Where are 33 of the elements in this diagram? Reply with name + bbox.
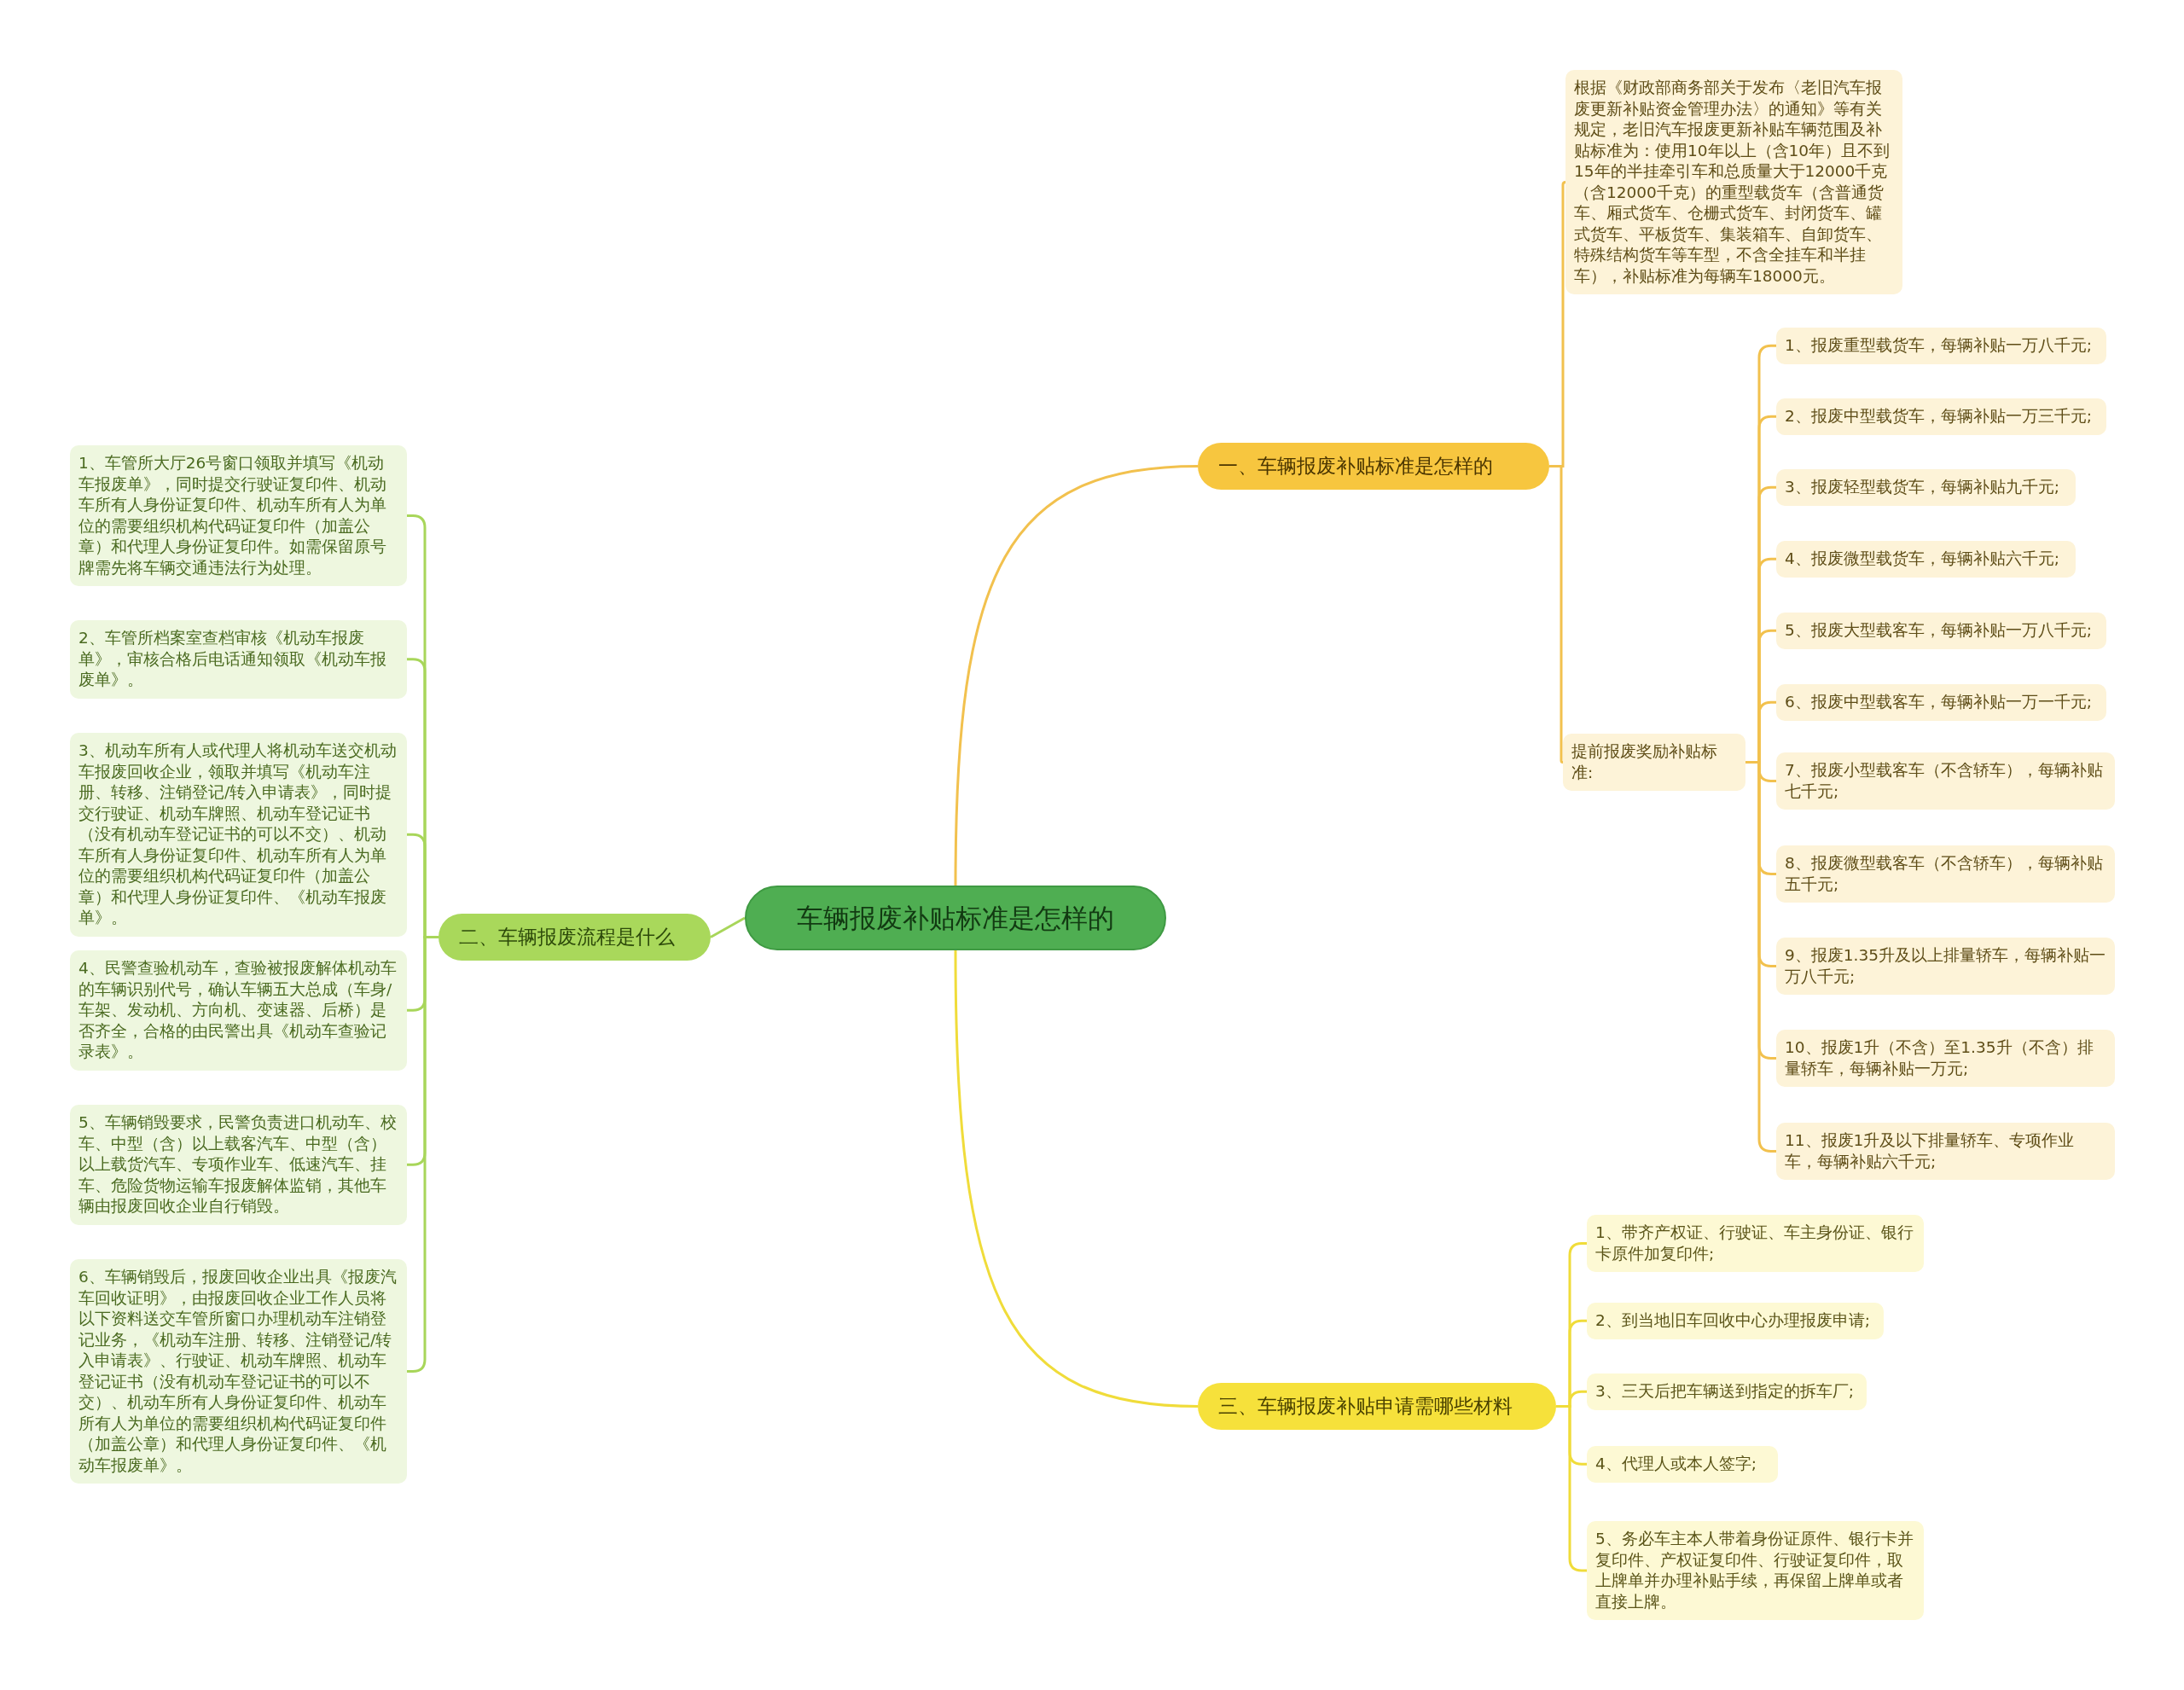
subtopic-card: 3、机动车所有人或代理人将机动车送交机动车报废回收企业，领取并填写《机动车注册、转移、注销登记/转入申请表》，同时提交行驶证、机动车牌照、机动车登记证书（没有机动车登记证书的可以不交）、机动车所有人身份证复印件、机动车所有人为单位的需要组织机构代码证复印件（加盖公章）和代理人身份证复印件、《机动车报废单》。 (70, 733, 407, 937)
subtopic-card: 10、报废1升（不含）至1.35升（不含）排量轿车，每辆补贴一万元; (1776, 1030, 2115, 1087)
subtopic-card: 1、车管所大厅26号窗口领取并填写《机动车报废单》，同时提交行驶证复印件、机动车所有人身份证复印件、机动车所有人为单位的需要组织机构代码证复印件（加盖公章）和代理人身份证复印件。如需保留原号牌需先将车辆交通违法行为处理。 (70, 445, 407, 586)
note-card: 根据《财政部商务部关于发布〈老旧汽车报废更新补贴资金管理办法〉的通知》等有关规定，老旧汽车报废更新补贴车辆范围及补贴标准为：使用10年以上（含10年）且不到15年的半挂牵引车和总质量大于12000千克（含12000千克）的重型载货车（含普通货车、厢式货车、仓栅式货车、封闭货车、罐式货车、平板货车、集装箱车、自卸货车、特殊结构货车等车型，不含全挂车和半挂车），补贴标准为每辆车18000元。 (1565, 70, 1902, 294)
connector-line (954, 950, 1199, 1408)
branch-topic: 三、车辆报废补贴申请需哪些材料 (1198, 1383, 1556, 1430)
branch-topic: 二、车辆报废流程是什么 (439, 914, 711, 961)
subtopic-card: 8、报废微型载客车（不含轿车），每辆补贴五千元; (1776, 845, 2115, 903)
subtopic-card: 2、到当地旧车回收中心办理报废申请; (1587, 1303, 1884, 1339)
subtopic-card: 1、带齐产权证、行驶证、车主身份证、银行卡原件加复印件; (1587, 1215, 1924, 1272)
connector-line (710, 916, 746, 938)
subtopic-card: 3、三天后把车辆送到指定的拆车厂; (1587, 1373, 1867, 1410)
subtopic-card: 7、报废小型载客车（不含轿车），每辆补贴七千元; (1776, 752, 2115, 810)
subtopic-card: 11、报废1升及以下排量轿车、专项作业车，每辆补贴六千元; (1776, 1123, 2115, 1180)
connector-line (954, 465, 1199, 886)
subtopic-card: 3、报废轻型载货车，每辆补贴九千元; (1776, 469, 2076, 506)
connector-line (1745, 761, 1776, 1153)
subtopic-card: 6、车辆销毁后，报废回收企业出具《报废汽车回收证明》，由报废回收企业工作人员将以下资料送交车管所窗口办理机动车注销登记业务，《机动车注册、转移、注销登记/转入申请表》、行驶证、机动车牌照、机动车登记证书（没有机动车登记证书的可以不交）、机动车所有人身份证复印件、机动车所有人为单位的需要组织机构代码证复印件（加盖公章）和代理人身份证复印件、《机动车报废单》。 (70, 1259, 407, 1484)
subtopic-card: 4、报废微型载货车，每辆补贴六千元; (1776, 541, 2076, 578)
subtopic-card: 9、报废1.35升及以上排量轿车，每辆补贴一万八千元; (1776, 938, 2115, 995)
subtopic-card: 5、车辆销毁要求，民警负责进口机动车、校车、中型（含）以上载客汽车、中型（含）以上载货汽车、专项作业车、低速汽车、挂车、危险货物运输车报废解体监销，其他车辆由报废回收企业自行销毁。 (70, 1105, 407, 1225)
connector-line (1549, 465, 1565, 764)
subtopic-card: 1、报废重型载货车，每辆补贴一万八千元; (1776, 328, 2106, 364)
subtopic-card: 提前报废奖励补贴标准: (1563, 734, 1745, 791)
subtopic-card: 2、报废中型载货车，每辆补贴一万三千元; (1776, 398, 2106, 435)
subtopic-card: 5、务必车主本人带着身份证原件、银行卡并复印件、产权证复印件、行驶证复印件，取上牌单并办理补贴手续，再保留上牌单或者直接上牌。 (1587, 1521, 1924, 1620)
subtopic-card: 6、报废中型载客车，每辆补贴一万一千元; (1776, 684, 2106, 721)
subtopic-card: 4、民警查验机动车，查验被报废解体机动车的车辆识别代号，确认车辆五大总成（车身/车架、发动机、方向机、变速器、后桥）是否齐全，合格的由民警出具《机动车查验记录表》。 (70, 950, 407, 1071)
central-topic: 车辆报废补贴标准是怎样的 (745, 886, 1166, 950)
subtopic-card: 4、代理人或本人签字; (1587, 1446, 1778, 1483)
subtopic-card: 5、报废大型载客车，每辆补贴一万八千元; (1776, 613, 2106, 649)
branch-topic: 一、车辆报废补贴标准是怎样的 (1198, 443, 1549, 490)
subtopic-card: 2、车管所档案室查档审核《机动车报废单》，审核合格后电话通知领取《机动车报废单》。 (70, 620, 407, 699)
